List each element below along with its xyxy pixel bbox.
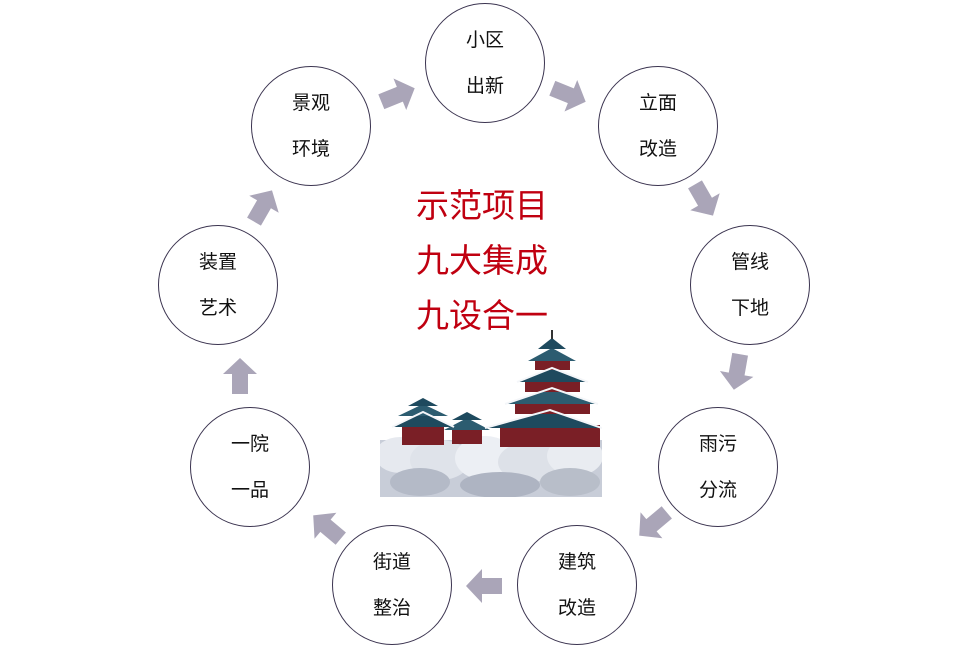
node-label-line1: 景观: [291, 91, 330, 114]
node-label-line2: 下地: [730, 296, 769, 319]
node-label-line2: 出新: [465, 74, 504, 97]
node-label-line2: 一品: [230, 478, 269, 501]
arrow-icon: [378, 78, 415, 111]
node-yuwu-fenliu: 雨污 分流: [658, 407, 778, 527]
arrow-icon: [549, 79, 586, 112]
node-xiaoqu-chuxin: 小区 出新: [425, 3, 545, 123]
node-label-line2: 分流: [698, 478, 737, 501]
arrow-icon: [313, 512, 346, 545]
arrow-icon: [688, 180, 720, 216]
node-label-line2: 艺术: [198, 296, 237, 319]
node-label-line2: 环境: [291, 137, 330, 160]
arrow-icon: [719, 352, 754, 390]
center-title-line: 九大集成: [416, 241, 548, 280]
node-limian-gaizao: 立面 改造: [598, 66, 718, 186]
arrow-icon: [223, 358, 257, 394]
node-label-line1: 一院: [230, 432, 269, 455]
node-label-line1: 街道: [372, 550, 411, 573]
node-jianzhu-gaizao: 建筑 改造: [517, 525, 637, 645]
node-guanxian-xiadi: 管线 下地: [690, 225, 810, 345]
node-label-line1: 小区: [465, 28, 504, 51]
node-jiedao-zhengzhi: 街道 整治: [332, 525, 452, 645]
node-label-line1: 建筑: [557, 550, 596, 573]
node-jingguan-huanjing: 景观 环境: [251, 66, 371, 186]
center-title-line: 示范项目: [416, 186, 548, 225]
center-title-line: 九设合一: [416, 296, 548, 335]
arrow-icon: [247, 190, 279, 226]
arrow-icon: [639, 506, 672, 539]
node-label-line2: 整治: [372, 596, 411, 619]
node-label-line1: 雨污: [698, 432, 737, 455]
node-label-line1: 装置: [198, 250, 237, 273]
node-yiyuan-yipin: 一院 一品: [190, 407, 310, 527]
pagoda-illustration: [380, 330, 602, 497]
node-label-line2: 改造: [557, 596, 596, 619]
node-label-line1: 立面: [638, 91, 677, 114]
center-title: 示范项目 九大集成 九设合一: [416, 178, 576, 343]
node-zhuangzhi-yishu: 装置 艺术: [158, 225, 278, 345]
arrow-icon: [466, 569, 502, 603]
node-label-line2: 改造: [638, 137, 677, 160]
node-label-line1: 管线: [730, 250, 769, 273]
